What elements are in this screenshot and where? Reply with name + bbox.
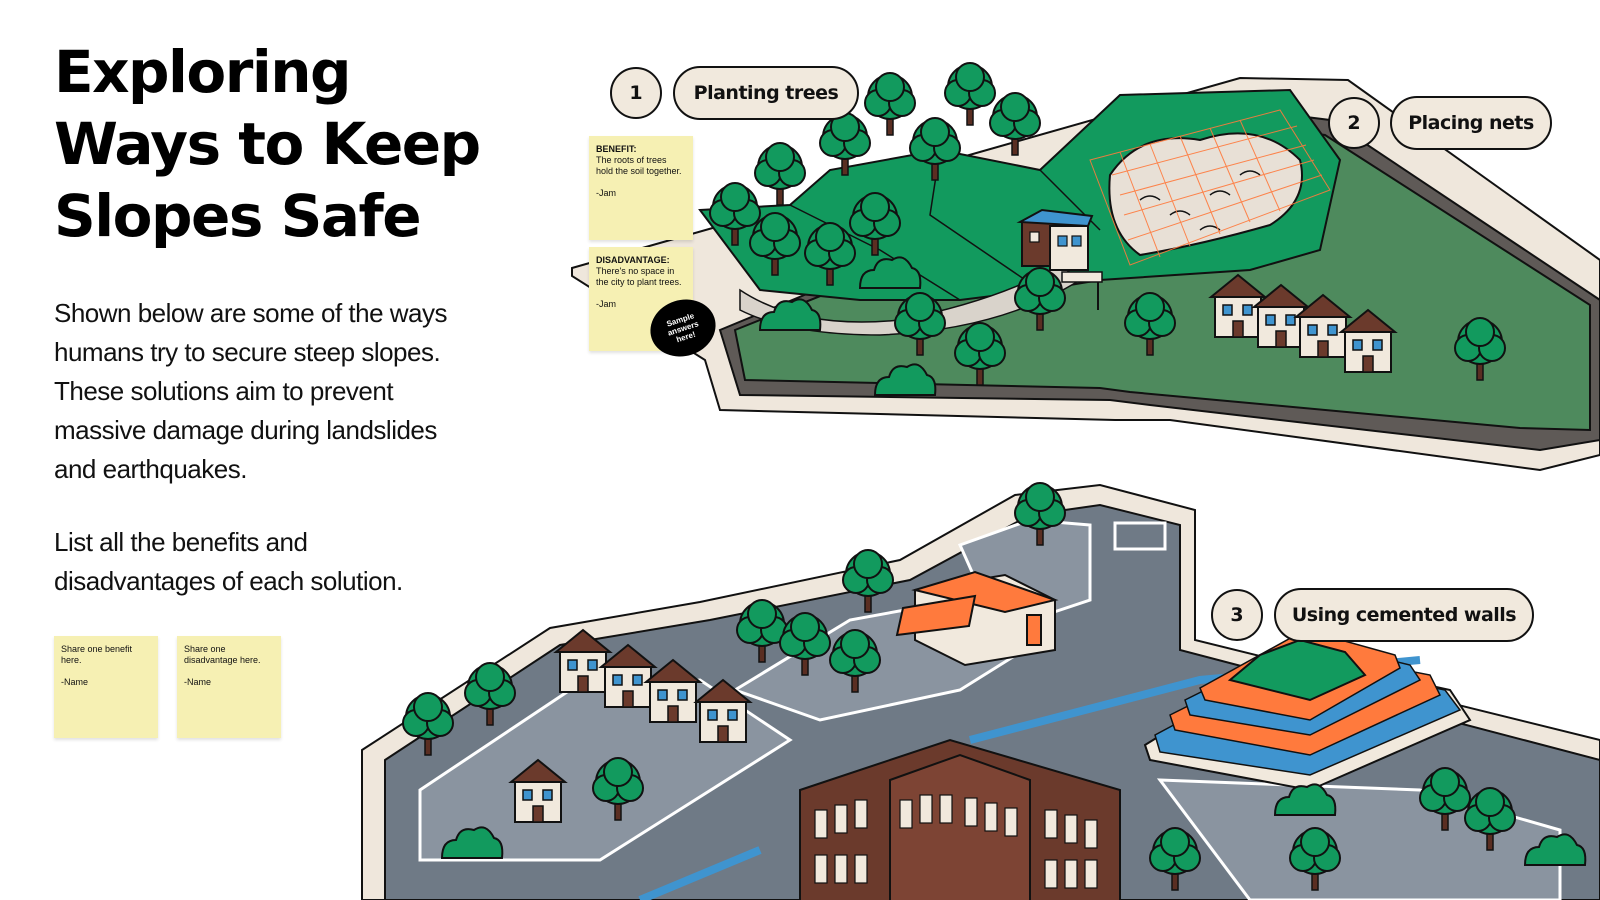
share-note-text: Share one disadvantage here. bbox=[184, 644, 261, 665]
share-note-author: -Name bbox=[184, 677, 212, 687]
intro-paragraph: Shown below are some of the ways humans … bbox=[54, 298, 448, 484]
instruction-paragraph: List all the benefits and disadvantages … bbox=[54, 527, 403, 596]
bottom-island bbox=[361, 482, 1600, 900]
note-author: -Jam bbox=[596, 299, 616, 309]
solution-1-label: Planting trees bbox=[673, 66, 859, 120]
sample-badge-text: Sample answers here! bbox=[665, 310, 700, 344]
solution-2-number: 2 bbox=[1328, 97, 1380, 149]
cemented-wall-terraces bbox=[1143, 629, 1472, 792]
solution-3-number: 3 bbox=[1211, 589, 1263, 641]
solution-2-label: Placing nets bbox=[1390, 96, 1552, 150]
note-text: There's no space in the city to plant tr… bbox=[596, 266, 682, 287]
share-disadvantage-note[interactable]: Share one disadvantage here. -Name bbox=[177, 636, 281, 738]
note-text: The roots of trees hold the soil togethe… bbox=[596, 155, 682, 176]
top-island bbox=[571, 62, 1600, 472]
share-note-author: -Name bbox=[61, 677, 89, 687]
note-heading: BENEFIT: bbox=[596, 144, 637, 154]
solution-1-number: 1 bbox=[610, 67, 662, 119]
note-heading: DISADVANTAGE: bbox=[596, 255, 670, 265]
page-title: Exploring Ways to Keep Slopes Safe bbox=[54, 38, 481, 250]
share-benefit-note[interactable]: Share one benefit here. -Name bbox=[54, 636, 158, 738]
note-author: -Jam bbox=[596, 188, 616, 198]
sticky-note-benefit[interactable]: BENEFIT: The roots of trees hold the soi… bbox=[589, 136, 693, 240]
solution-3-label: Using cemented walls bbox=[1274, 588, 1534, 642]
net-slope bbox=[1089, 109, 1331, 266]
share-note-text: Share one benefit here. bbox=[61, 644, 133, 665]
